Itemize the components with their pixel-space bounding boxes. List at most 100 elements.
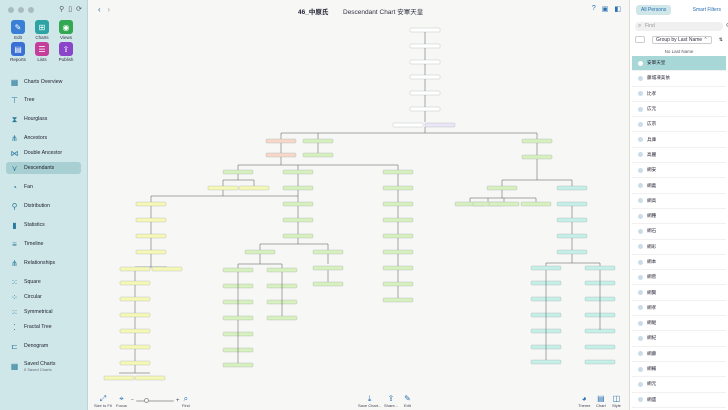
list-item[interactable]: 網石 [632,224,726,240]
list-item[interactable]: 網盛 [632,393,726,408]
style-button[interactable]: ◫ Style [612,394,621,408]
list-item[interactable]: 網輔 [632,362,726,378]
sidebar-item-saved-charts[interactable]: ▦ Saved Charts 0 Saved Charts [6,359,81,373]
sidebar-item-double-ancestor[interactable]: ⋈ Double Ancestor [6,147,81,159]
zoom-in-icon[interactable]: + [176,398,180,404]
size-to-fit-button[interactable]: ⤢ Size to Fit [94,394,112,408]
person-node[interactable] [119,266,151,272]
person-node[interactable] [556,233,588,239]
sync-icon[interactable]: ⟳ [76,6,82,13]
person-node[interactable] [520,201,552,207]
list-item[interactable]: 網彩 [632,240,726,255]
person-node[interactable] [302,138,334,144]
person-node[interactable] [521,138,553,144]
person-node[interactable] [409,74,441,80]
minimize-window-button[interactable] [18,7,24,13]
person-node[interactable] [521,154,553,160]
person-node[interactable] [382,249,414,255]
person-node[interactable] [222,315,254,321]
sidebar-item-hourglass[interactable]: ⧗ Hourglass [6,113,81,125]
person-node[interactable] [266,267,298,273]
list-item[interactable]: 兵庫 [632,132,726,148]
zoom-out-icon[interactable]: − [131,397,134,403]
person-node[interactable] [556,217,588,223]
sidebar-toggle-icon[interactable]: ◧ [614,6,621,13]
person-node[interactable] [222,362,254,368]
tab-all-persons[interactable]: All Persons [636,5,672,15]
person-node[interactable] [265,152,297,158]
person-node[interactable] [207,185,239,191]
person-node[interactable] [266,315,298,321]
person-node[interactable] [584,344,616,350]
person-node[interactable] [282,217,314,223]
sidebar-item-statistics[interactable]: ▮ Statistics [6,219,81,231]
person-node[interactable] [409,106,441,112]
group-by-select[interactable]: Group by Last Name ⌃ [652,35,712,44]
list-item[interactable]: 網安 [632,163,726,179]
list-item[interactable]: 網菅 [632,270,726,286]
sidebar-item-square[interactable]: ⁙ Square [6,276,81,288]
person-node[interactable] [134,375,166,381]
person-node[interactable] [265,138,297,144]
group-checkbox[interactable] [635,36,645,43]
layout-icon[interactable]: ▣ [601,6,609,13]
list-item[interactable]: 安軍天皇 [632,56,726,72]
person-node[interactable] [486,185,518,191]
person-node[interactable] [302,152,334,158]
gear-icon[interactable]: ⚙ [726,22,728,31]
person-node[interactable] [238,185,270,191]
search-input[interactable]: ⌕ Find ⚙ [635,22,728,31]
sidebar-item-relationships[interactable]: ⋔ Relationships [6,257,81,269]
sidebar-item-denogram[interactable]: ⊏ Denogram [6,340,81,352]
person-node[interactable] [282,185,314,191]
list-item[interactable]: 比孝 [632,87,726,102]
person-node[interactable] [392,122,424,128]
list-item[interactable]: 網本 [632,255,726,271]
person-node[interactable] [119,360,151,366]
person-node[interactable] [282,201,314,207]
person-node[interactable] [119,312,151,318]
tile-lists[interactable]: ☰ Lists [30,42,54,62]
person-node[interactable] [135,217,167,223]
descendant-chart[interactable] [88,20,629,390]
person-node[interactable] [119,328,151,334]
pin-icon[interactable]: ⚲ [59,6,65,13]
person-node[interactable] [556,201,588,207]
person-node[interactable] [530,359,562,365]
list-item[interactable]: 広元 [632,102,726,118]
person-node[interactable] [424,122,456,128]
person-node[interactable] [282,169,314,175]
person-node[interactable] [119,280,151,286]
person-node[interactable] [409,90,441,96]
person-node[interactable] [151,266,183,272]
person-node[interactable] [135,249,167,255]
tile-reports[interactable]: ▤ Reports [6,42,30,62]
person-node[interactable] [312,249,344,255]
tile-views[interactable]: ◉ Views [54,20,78,40]
person-node[interactable] [556,185,588,191]
person-node[interactable] [312,281,344,287]
list-item[interactable]: 藤城凍美依 [632,71,726,87]
edit-button[interactable]: ✎ Edit [404,394,411,408]
bookmark-icon[interactable]: ▯ [68,6,73,13]
person-node[interactable] [409,59,441,65]
sort-icon[interactable]: ⇅ [718,36,723,43]
person-node[interactable] [382,297,414,303]
list-item[interactable]: 網紀 [632,331,726,347]
list-item[interactable]: 網藤 [632,347,726,362]
person-node[interactable] [244,249,276,255]
person-node[interactable] [119,296,151,302]
person-node[interactable] [382,281,414,287]
person-node[interactable] [409,43,441,49]
sidebar-item-timeline[interactable]: ≡ Timeline [6,238,81,250]
person-node[interactable] [409,27,441,33]
find-button[interactable]: ⌕ Find [182,394,190,408]
tile-edit[interactable]: ✎ Edit [6,20,30,40]
person-node[interactable] [312,265,344,271]
focus-button[interactable]: ⌖ Focus [116,394,127,408]
zoom-slider[interactable] [136,398,174,403]
list-item[interactable]: 高麗 [632,148,726,164]
person-node[interactable] [382,201,414,207]
list-item[interactable]: 網元 [632,377,726,393]
back-arrow-icon[interactable]: ‹ [98,5,101,14]
